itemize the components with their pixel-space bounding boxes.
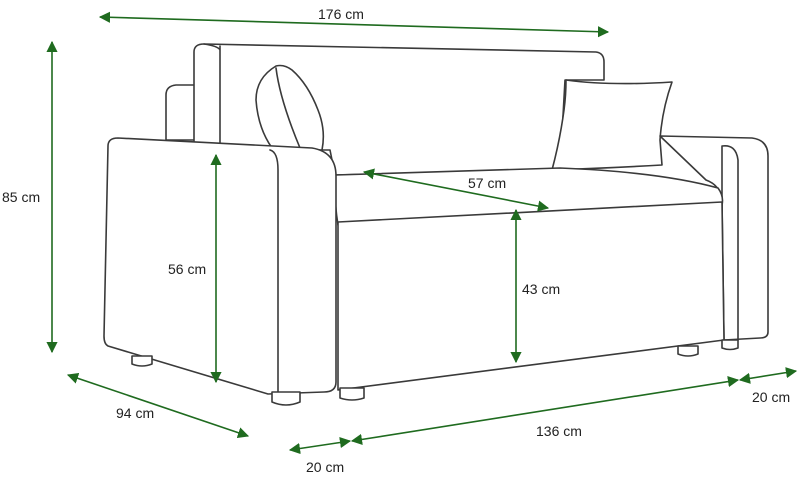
label-armrest-width-left: 20 cm bbox=[306, 459, 344, 475]
label-seat-depth: 57 cm bbox=[468, 175, 506, 191]
foot-right-back bbox=[721, 339, 739, 351]
dim-line-armrest-width-left bbox=[288, 436, 352, 455]
dim-line-total-depth bbox=[66, 372, 250, 439]
label-total-width: 176 cm bbox=[318, 6, 364, 22]
foot-front-left bbox=[271, 391, 301, 406]
label-total-depth: 94 cm bbox=[116, 405, 154, 421]
foot-left-back bbox=[131, 355, 153, 367]
label-total-height: 85 cm bbox=[2, 189, 40, 205]
label-seat-width: 136 cm bbox=[536, 423, 582, 439]
right-pillow bbox=[551, 79, 673, 171]
backrest-top-edge bbox=[203, 43, 221, 149]
dimension-labels: 176 cm 85 cm 56 cm 57 cm 43 cm 94 cm 20 … bbox=[2, 6, 790, 475]
left-pillow bbox=[255, 64, 325, 151]
dim-line-armrest-width-right bbox=[738, 367, 798, 384]
dim-line-seat-width bbox=[350, 376, 740, 445]
sofa-drawing bbox=[103, 43, 769, 406]
label-armrest-height: 56 cm bbox=[168, 261, 206, 277]
foot-back-right bbox=[677, 345, 699, 357]
dim-line-seat-depth bbox=[362, 168, 550, 212]
dim-line-total-width bbox=[98, 11, 610, 38]
foot-front-right bbox=[339, 387, 365, 401]
dimension-lines bbox=[46, 11, 798, 455]
left-armrest-front-edge bbox=[269, 149, 279, 393]
label-armrest-width-right: 20 cm bbox=[752, 389, 790, 405]
back-left-armrest bbox=[165, 84, 197, 141]
label-seat-height: 43 cm bbox=[522, 281, 560, 297]
left-pillow-seam bbox=[275, 67, 301, 149]
